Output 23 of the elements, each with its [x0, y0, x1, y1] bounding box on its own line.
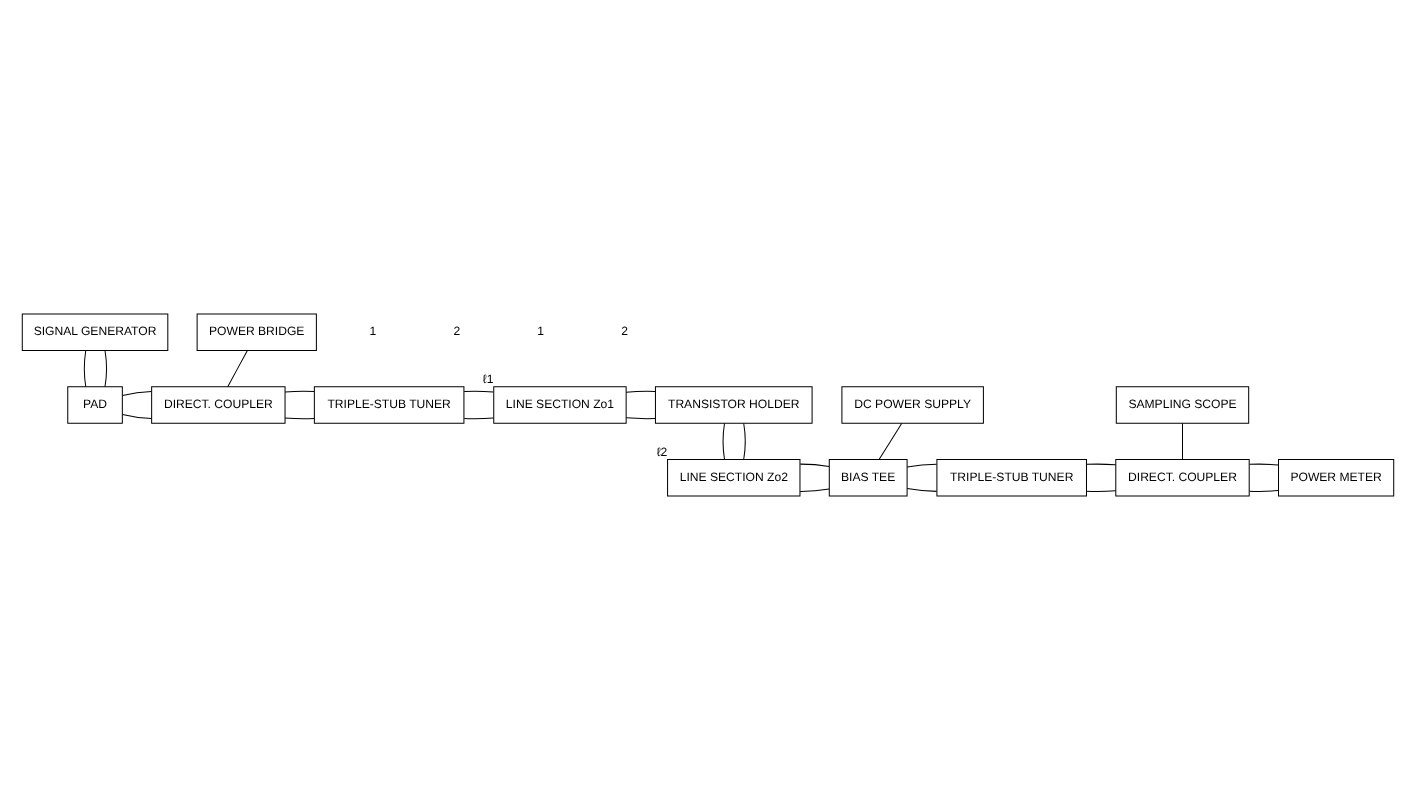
connector [1086, 490, 1117, 492]
connector [722, 423, 725, 460]
connector [227, 350, 248, 388]
connector [284, 417, 315, 420]
connector [799, 463, 830, 468]
connector [625, 417, 656, 420]
connector [463, 417, 494, 420]
connector [906, 488, 938, 492]
connector [906, 463, 938, 468]
connector [463, 390, 494, 393]
connector [1248, 490, 1279, 492]
connector [104, 350, 107, 388]
connector [122, 390, 152, 397]
connector [799, 488, 830, 492]
connector [625, 390, 656, 393]
connector [878, 423, 903, 460]
connector [743, 423, 746, 460]
connector [1086, 463, 1117, 466]
connector [83, 350, 87, 388]
connector [1182, 423, 1183, 460]
connector [1248, 463, 1279, 466]
connector [284, 390, 315, 393]
connector [122, 413, 152, 420]
